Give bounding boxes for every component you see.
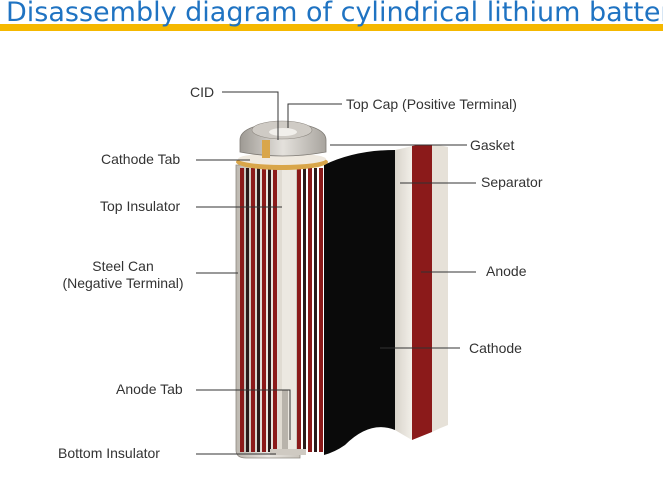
separator-sheet (395, 146, 412, 440)
label-anode-tab: Anode Tab (116, 381, 183, 397)
bottom-insulator (270, 449, 306, 455)
label-cathode: Cathode (469, 340, 522, 356)
leader-lines (196, 91, 476, 455)
label-separator: Separator (481, 174, 543, 190)
label-anode: Anode (486, 263, 527, 279)
label-cid: CID (190, 84, 215, 100)
gasket-ring (238, 153, 326, 165)
anode-tab (282, 390, 288, 450)
label-bottom-insulator: Bottom Insulator (58, 445, 160, 461)
label-top-cap: Top Cap (Positive Terminal) (346, 96, 517, 112)
top-cap (239, 120, 327, 157)
label-cathode-tab: Cathode Tab (101, 151, 181, 167)
label-top-insulator: Top Insulator (100, 198, 181, 214)
cathode-sheet (324, 150, 395, 455)
outer-separator-sheet (432, 145, 448, 432)
cathode-tab (262, 140, 270, 158)
anode-sheet (412, 144, 432, 440)
label-steel-can-line1: Steel Can (92, 258, 154, 274)
label-steel-can: Steel Can (Negative Terminal) (46, 258, 200, 292)
title-bar: Disassembly diagram of cylindrical lithi… (0, 0, 663, 32)
title-underline (0, 24, 663, 31)
page-title: Disassembly diagram of cylindrical lithi… (6, 0, 663, 28)
wound-layers (240, 168, 323, 452)
label-gasket: Gasket (470, 137, 515, 153)
label-steel-can-line2: (Negative Terminal) (62, 275, 184, 291)
